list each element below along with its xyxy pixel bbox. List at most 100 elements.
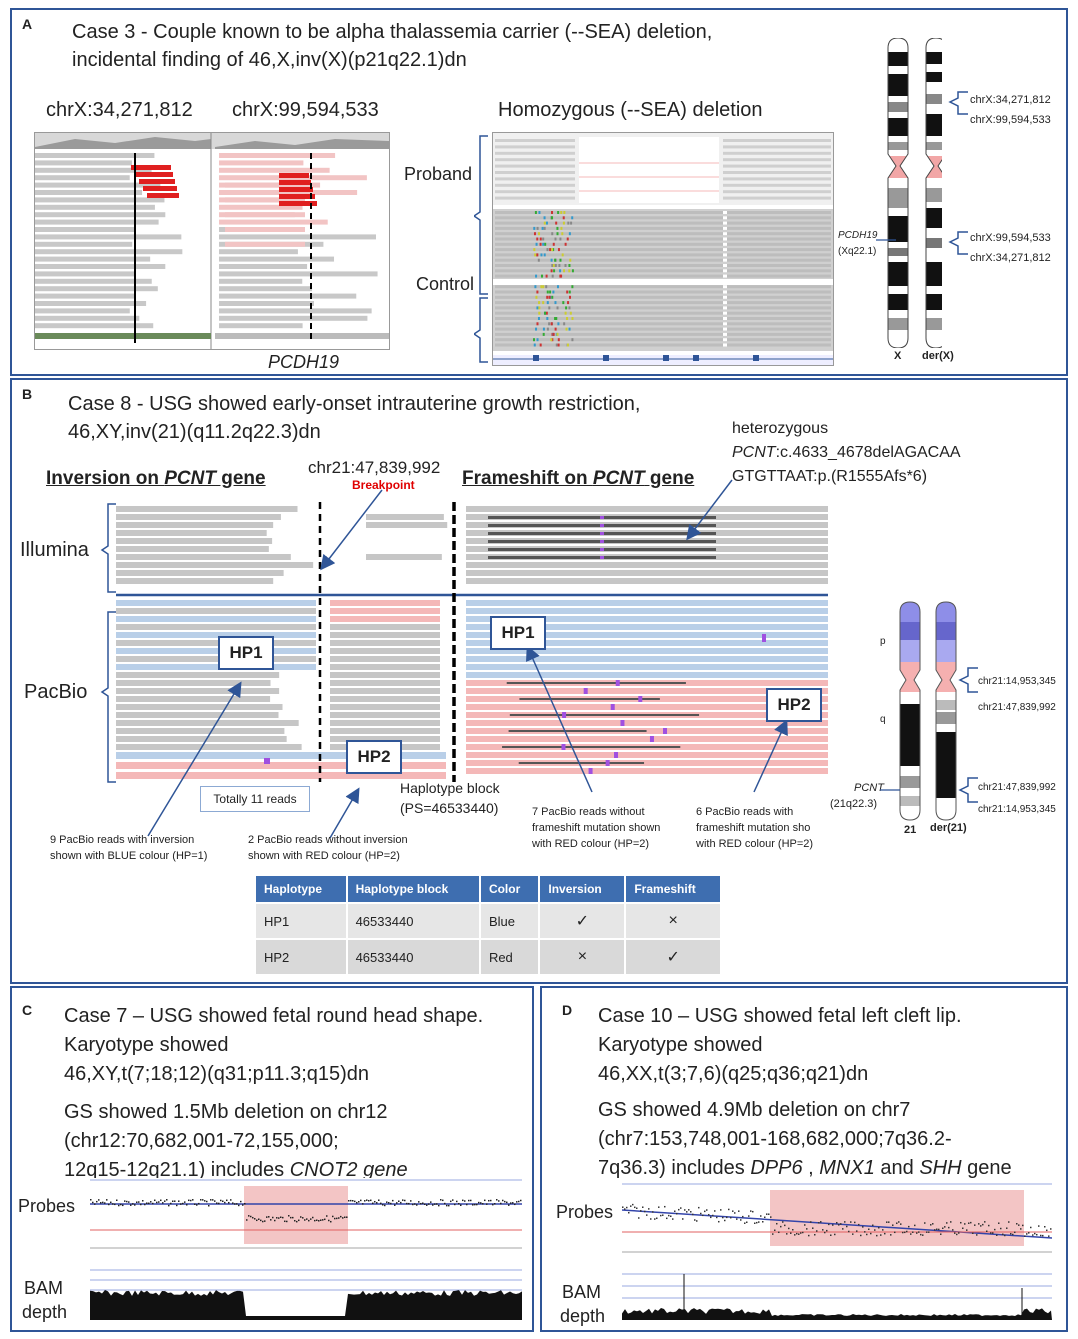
panel-a-title-1: Case 3 - Couple known to be alpha thalas… [72, 21, 713, 43]
cap2-line-2: shown with RED colour (HP=2) [248, 850, 400, 862]
panel-d: D Case 10 – USG showed fetal left cleft … [540, 986, 1068, 1332]
read [494, 1203, 496, 1205]
read [332, 1215, 334, 1218]
read [622, 1206, 624, 1208]
read [571, 317, 574, 320]
read [198, 1202, 200, 1205]
read [640, 1210, 642, 1212]
read [112, 1203, 114, 1205]
pcnt-pointer [880, 789, 900, 791]
read [874, 1229, 876, 1231]
read [690, 1211, 692, 1213]
read [723, 274, 727, 278]
read [346, 1216, 348, 1218]
read [116, 680, 271, 686]
panel-a-letter: A [22, 16, 33, 32]
read [146, 1202, 148, 1204]
fs-heading-gene: PCNT [592, 468, 645, 489]
read [710, 1216, 712, 1219]
read [240, 1200, 242, 1203]
shh-gene: SHH [919, 1157, 962, 1179]
read [466, 664, 828, 670]
read [220, 1199, 222, 1202]
read [658, 1206, 660, 1208]
read [35, 204, 155, 210]
cap1-line-2: shown with BLUE colour (HP=1) [50, 850, 208, 862]
read [219, 308, 372, 314]
read [980, 1225, 982, 1227]
read [466, 768, 828, 774]
read [542, 301, 545, 305]
derx-top-coord-1: chrX:34,271,812 [970, 94, 1051, 106]
read [116, 570, 284, 576]
read [723, 226, 727, 230]
read [238, 1204, 240, 1207]
read [718, 1220, 720, 1223]
het-line-2: PCNT:c.4633_4678delAGACAA [732, 444, 961, 462]
read [495, 301, 831, 305]
read [540, 285, 543, 289]
read [538, 211, 541, 214]
het-variant: :c.4633_4678delAGACAA [775, 444, 961, 461]
read [670, 1215, 672, 1218]
read [116, 506, 298, 512]
read [714, 1210, 716, 1212]
read [554, 327, 557, 331]
panel-b-title-2: 46,XY,inv(21)(q11.2q22.3)dn [68, 421, 321, 443]
panel-d-sep-1: , [802, 1157, 820, 1179]
read [219, 219, 328, 225]
read [723, 269, 727, 273]
read [131, 165, 171, 170]
read [600, 532, 604, 535]
het-line-3: GTGTTAAT:p.(R1555Afs*6) [732, 468, 928, 485]
read [354, 1200, 356, 1203]
read [454, 1203, 456, 1206]
read [554, 237, 557, 241]
read [1046, 1229, 1048, 1232]
read [364, 1200, 366, 1202]
read [432, 1204, 434, 1206]
read [568, 290, 571, 294]
read [556, 232, 559, 236]
read [360, 1199, 362, 1202]
read [330, 664, 440, 670]
read [632, 1203, 634, 1206]
read [254, 1218, 256, 1220]
read [1016, 1223, 1018, 1225]
read [35, 190, 143, 195]
read [938, 1228, 940, 1231]
read [723, 338, 727, 342]
read [542, 285, 545, 289]
read [570, 221, 573, 225]
read [35, 182, 161, 188]
read [180, 1203, 182, 1205]
read [551, 295, 554, 299]
read [35, 249, 183, 255]
read [708, 1213, 710, 1216]
panel-c-line-4: GS showed 1.5Mb deletion on chr12 [64, 1101, 388, 1123]
read [850, 1221, 852, 1223]
read [508, 1204, 510, 1206]
read [316, 1219, 318, 1222]
q-arm-label: q [880, 714, 886, 725]
read [762, 634, 766, 642]
read [376, 1202, 378, 1204]
read [482, 1203, 484, 1205]
read [312, 1216, 314, 1219]
read [978, 1223, 980, 1225]
read [568, 306, 571, 310]
panel-b-letter: B [22, 386, 33, 402]
pcdh19-label: PCDH19 [268, 352, 340, 372]
proband-control-brackets [474, 135, 488, 363]
read [495, 285, 831, 289]
cell-haplotype: HP1 [254, 902, 348, 940]
read [114, 1203, 116, 1206]
read [723, 285, 727, 289]
fs-heading-suffix: gene [644, 468, 695, 489]
read [495, 237, 831, 241]
read [495, 232, 831, 236]
read [723, 258, 727, 262]
read [662, 1214, 664, 1216]
read [554, 264, 557, 267]
read [810, 1221, 812, 1223]
